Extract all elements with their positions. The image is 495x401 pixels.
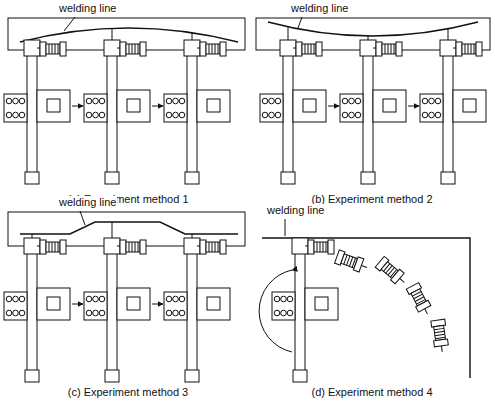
line-art bbox=[431, 319, 449, 353]
stem bbox=[192, 234, 193, 238]
stem bbox=[112, 29, 113, 40]
line-art bbox=[272, 238, 338, 382]
subfigure-caption: (d) Experiment method 4 bbox=[310, 386, 433, 399]
stem bbox=[192, 33, 193, 40]
line-art bbox=[335, 250, 370, 274]
stem bbox=[288, 27, 289, 40]
panel-a bbox=[4, 17, 245, 184]
move-arrow bbox=[408, 106, 419, 107]
line-art bbox=[406, 283, 433, 318]
panel-d bbox=[259, 219, 470, 382]
line-art bbox=[420, 40, 486, 184]
welding-line-label: welding line bbox=[266, 204, 325, 217]
subfigure-caption: (c) Experiment method 3 bbox=[67, 386, 189, 399]
welding-line bbox=[20, 222, 238, 234]
line-art bbox=[164, 40, 230, 184]
stem bbox=[32, 234, 33, 238]
leader-line bbox=[285, 219, 286, 236]
welding-line bbox=[20, 28, 238, 42]
move-arrow bbox=[72, 106, 83, 107]
stem bbox=[368, 36, 369, 40]
leader-line bbox=[80, 211, 85, 225]
leader-line bbox=[64, 17, 75, 31]
stem bbox=[112, 222, 113, 238]
subfigure-caption: (b) Experiment method 2 bbox=[310, 193, 433, 206]
move-arrow bbox=[152, 304, 163, 305]
panel-b bbox=[256, 17, 490, 184]
line-art bbox=[84, 238, 150, 382]
line-art bbox=[340, 40, 406, 184]
leader-line bbox=[298, 17, 302, 28]
line-art bbox=[375, 256, 409, 287]
welding-line-label: welding line bbox=[58, 2, 117, 15]
welding-line-label: welding line bbox=[290, 2, 349, 15]
line-art bbox=[260, 40, 326, 184]
panel-c bbox=[4, 211, 245, 382]
line-art bbox=[164, 238, 230, 382]
move-arrow bbox=[72, 304, 83, 305]
stem bbox=[448, 29, 449, 40]
line-art bbox=[84, 40, 150, 184]
move-arrow bbox=[152, 106, 163, 107]
line-art bbox=[4, 40, 70, 184]
line-art bbox=[4, 238, 70, 382]
rotation-arrow bbox=[259, 270, 292, 352]
welding-line-label: welding line bbox=[58, 196, 117, 209]
move-arrow bbox=[328, 106, 339, 107]
